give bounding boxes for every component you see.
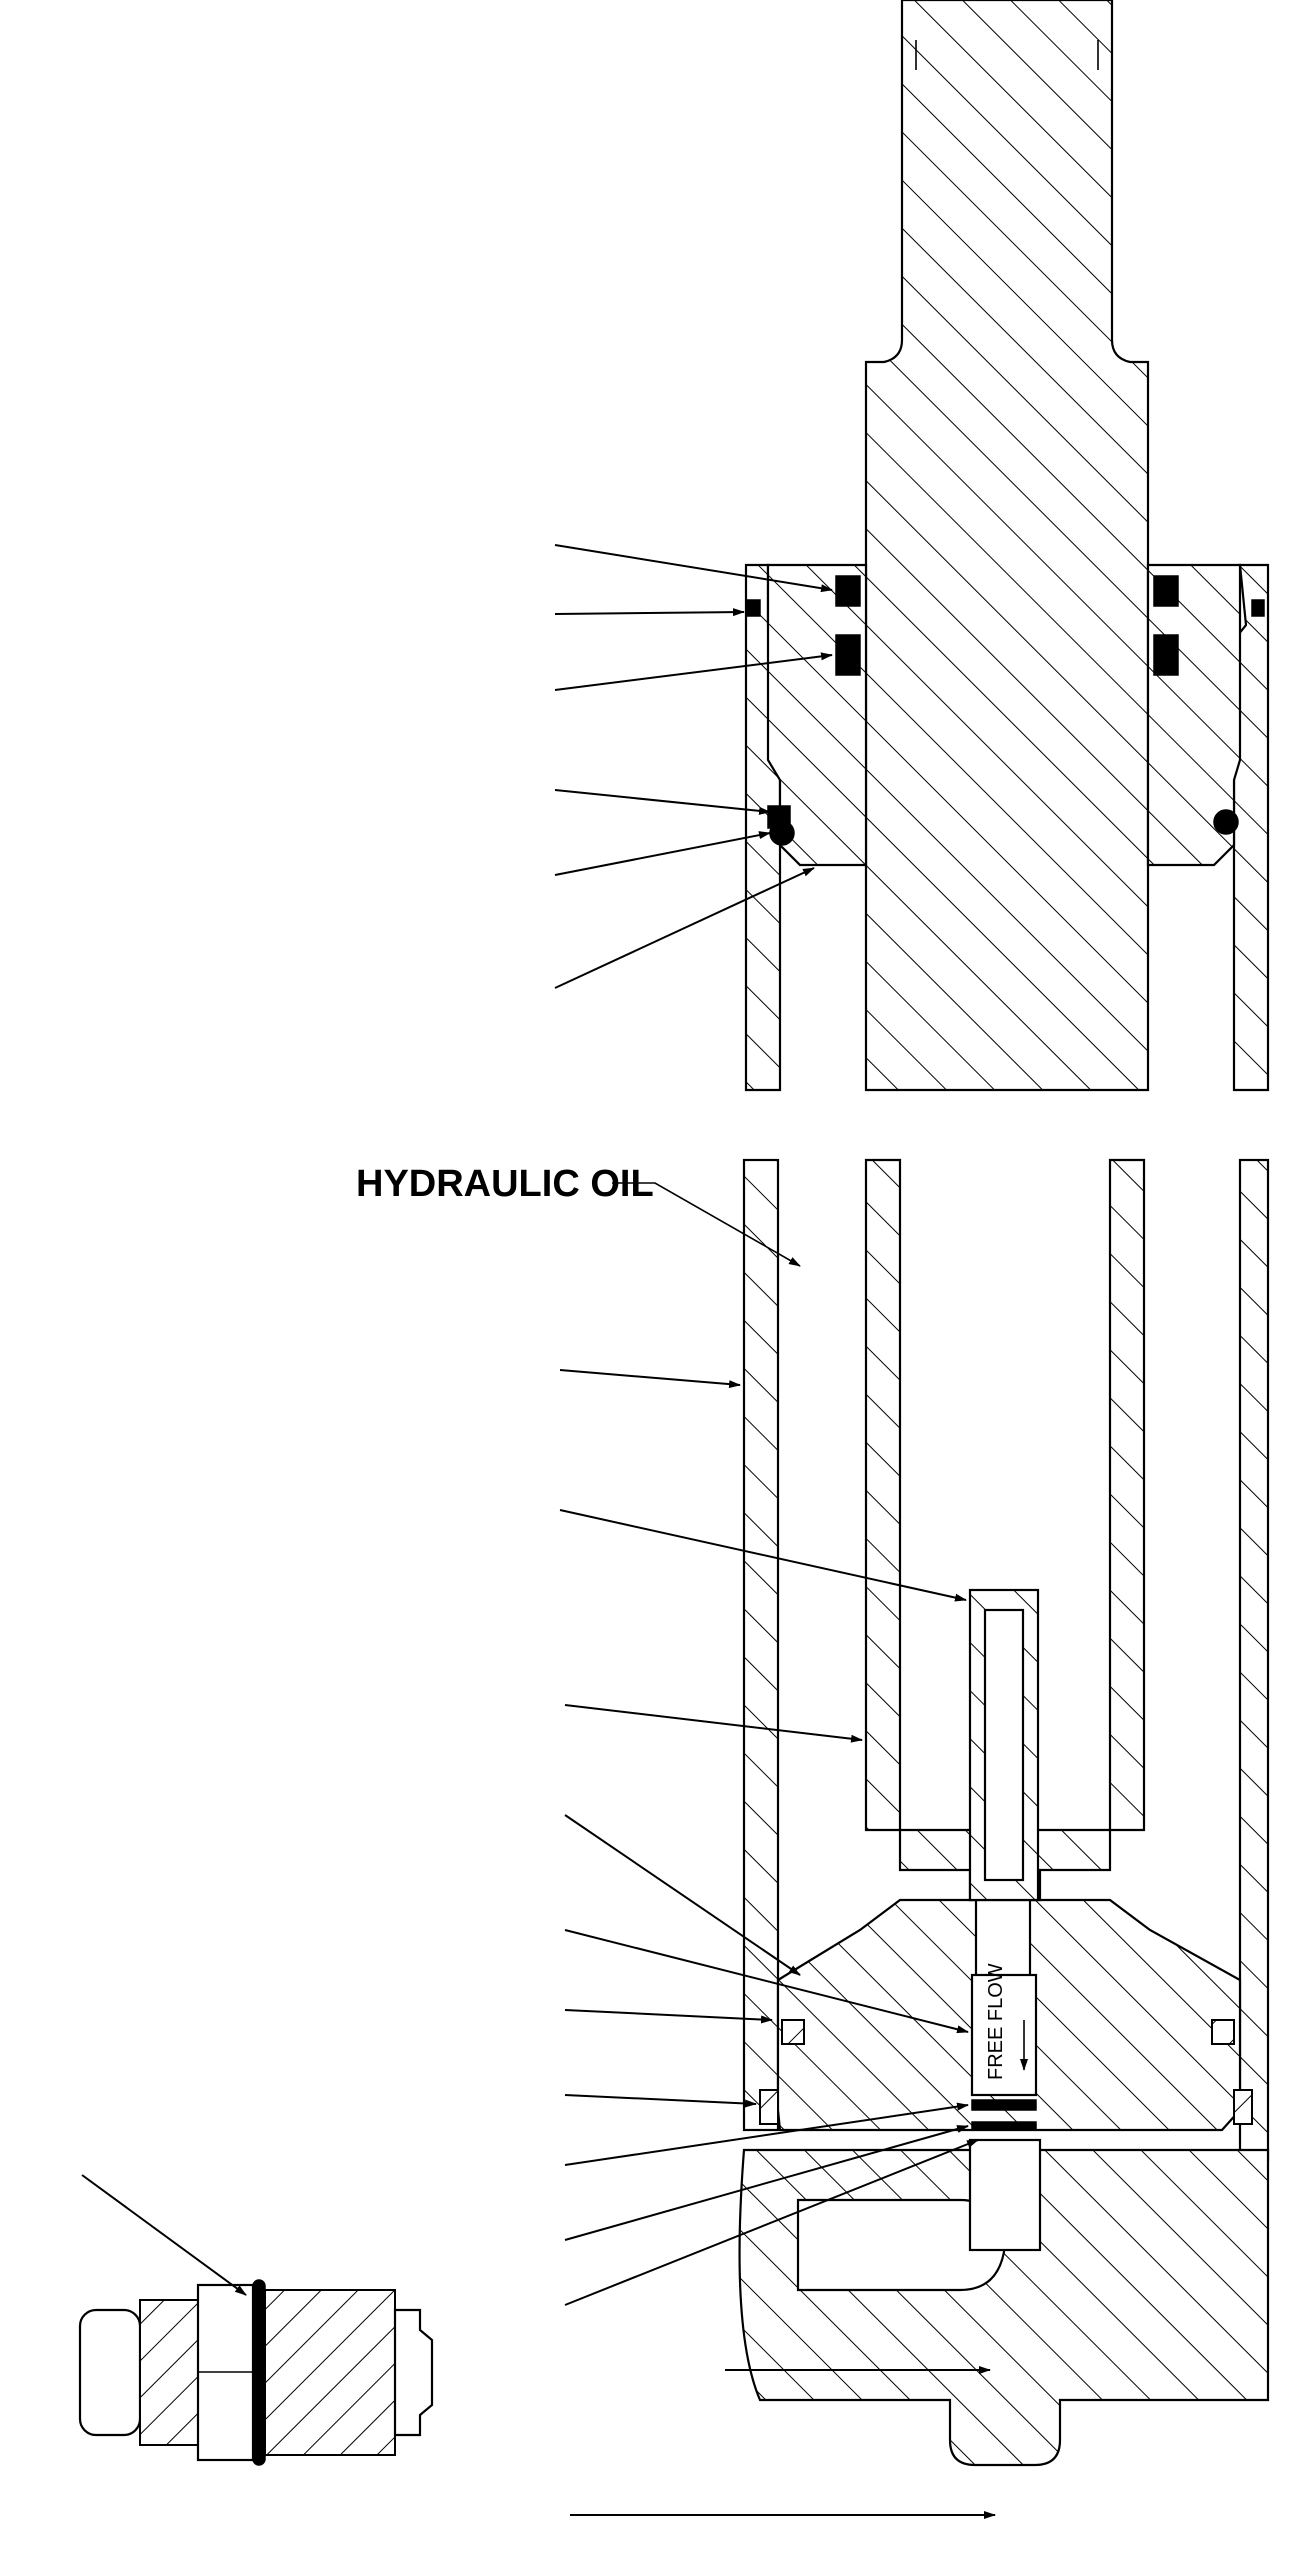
piston-ring-left: [759, 2089, 779, 2125]
o-ring-left: [769, 820, 795, 846]
outer-tube-left: [742, 1158, 780, 2132]
fitting-left-thread: [139, 2299, 199, 2446]
rod-seal-left: [835, 634, 861, 676]
piston-rod: [864, 0, 1150, 1092]
fitting-right-thread: [264, 2289, 396, 2456]
fitting-o-ring: [252, 2279, 266, 2466]
upper-leaders: [554, 544, 833, 989]
check-valve-seat: [971, 2099, 1037, 2111]
inner-tube-right: [1108, 1158, 1146, 1832]
lower-leaders: [559, 1369, 996, 2519]
base-vertical-bore: [968, 2138, 1042, 2252]
hydraulic-oil-label: HYDRAULIC OIL: [356, 1163, 654, 1205]
fitting-tip: [393, 2308, 434, 2437]
free-flow-label: FREE FLOW: [985, 1963, 1007, 2080]
upper-assembly: [554, 0, 1270, 1092]
lower-assembly: FREE FLOW HYDRAULIC OIL: [356, 1158, 1270, 2519]
retaining-ring-right: [1251, 599, 1265, 617]
rod-keyway: [915, 40, 1099, 70]
retaining-ring-left: [745, 599, 761, 617]
check-valve-tube-bore: [983, 1608, 1025, 1882]
piston-ring-right: [1233, 2089, 1253, 2125]
rod-wiper-seal-right: [1153, 575, 1179, 607]
fitting-detail: [78, 2174, 434, 2466]
fitting-left-stub: [78, 2308, 142, 2437]
piston-guide-right: [1211, 2019, 1235, 2045]
check-valve-ring: [971, 2121, 1037, 2131]
rod-seal-right: [1153, 634, 1179, 676]
rod-wiper-seal-left: [835, 575, 861, 607]
hydraulic-oil-leader: [612, 1182, 801, 1267]
piston-guide-left: [781, 2019, 805, 2045]
check-valve: [970, 1973, 1038, 2097]
cylinder-wall-right: [1232, 563, 1270, 1092]
o-ring-right: [1213, 809, 1239, 835]
inner-tube-left: [864, 1158, 902, 1832]
outer-tube-right: [1238, 1158, 1270, 2162]
